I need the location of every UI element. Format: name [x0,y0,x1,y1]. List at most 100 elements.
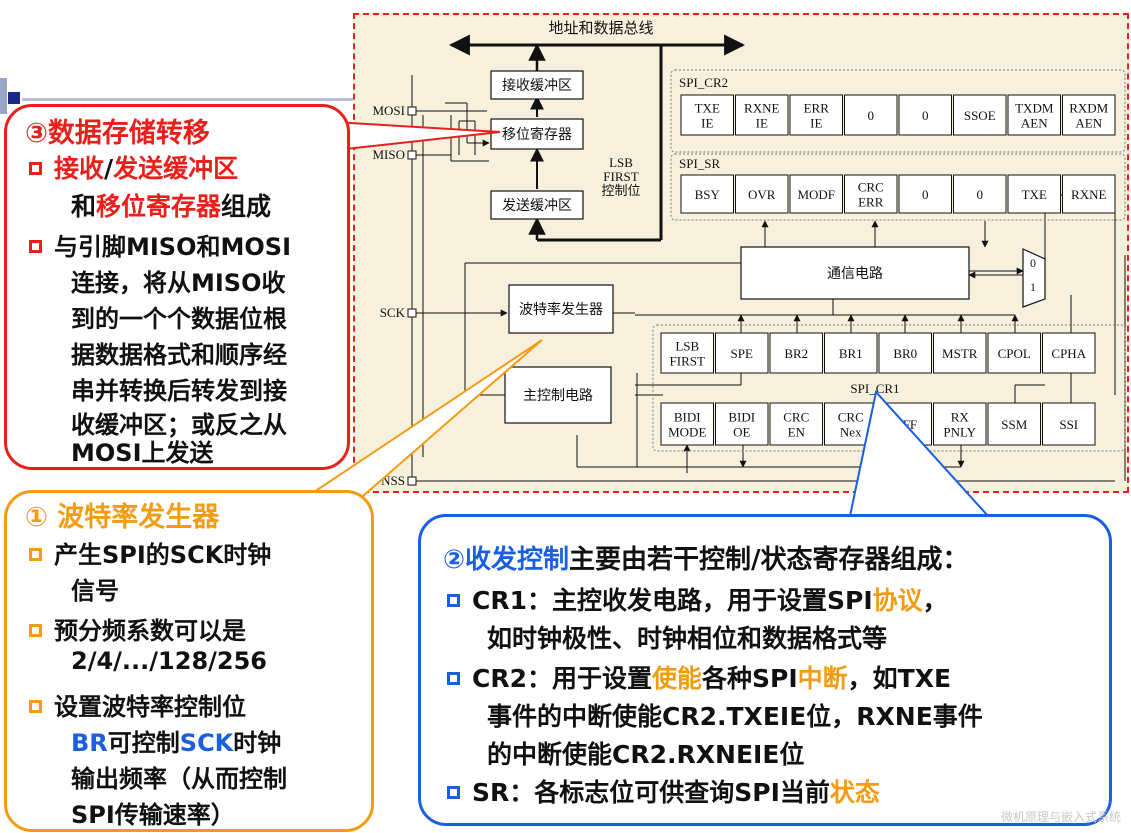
cr1-row1-cell-label: CPOL [998,346,1031,361]
shift-register-box [490,118,584,150]
slide-decoration [0,68,382,123]
sr-cell-label: BSY [695,187,721,202]
cr1-row1-cell-label: CPHA [1051,346,1086,361]
callout1-bullet3-line3: 输出频率（从而控制 [71,765,287,793]
cr2-cell-label: SSOE [964,108,996,123]
sr-cell [735,174,789,214]
pin-mosi-label: MOSI [372,103,405,118]
cr1-row2-cell-label: CRC [838,410,864,425]
sr-cell-label: MODF [797,187,835,202]
cr2-cell-label: 0 [922,108,929,123]
callout3-bullet2-line5: 串并转换后转发到接 [71,377,287,405]
cr1-row1-cell-label: BR1 [839,346,863,361]
sr-cell-label: 0 [977,187,984,202]
mux-box [1022,248,1046,308]
bullet-square-icon [29,699,42,713]
cr1-row1-cell [660,332,714,374]
callout2-bullet2-line1: CR2：用于设置使能各种SPI中断，如TXE [447,659,951,695]
cr2-name: SPI_CR2 [679,75,728,90]
cr2-cell-label: TXE [695,101,720,116]
cr1-row2-cell-label: EN [788,425,806,440]
callout2-pointer [848,389,991,517]
bullet-square-icon [29,161,42,175]
cr1-row2-cell [769,402,823,446]
cr2-cell-label: AEN [1021,116,1048,131]
mux-input-1: 1 [1030,280,1036,294]
callout3-bullet2-line3: 到的一个个数据位根 [71,305,287,333]
sr-cell [1007,174,1061,214]
callout1-title: ① 波特率发生器 [25,502,220,533]
callout2-bullet1-line1: CR1：主控收发电路，用于设置SPI协议， [447,581,948,617]
bullet-square-icon [447,671,460,685]
sr-cell-label: TXE [1022,187,1047,202]
callout2-title: ②收发控制主要由若干控制/状态寄存器组成： [443,545,969,575]
callout-data-storage: ③数据存储转移 接收/发送缓冲区 和移位寄存器组成 与引脚MISO和MOSI 连… [4,104,350,470]
sr-name: SPI_SR [679,156,721,171]
cr2-cell [789,94,843,136]
pin-miso-label: MISO [372,147,405,162]
cr1-row2-cell [660,402,714,446]
callout2-bullet2-line2: 事件的中断使能CR2.TXEIE位，RXNE事件 [487,702,983,731]
cr2-cell [844,94,898,136]
cr1-row2-cell-label: RX [951,410,970,425]
bullet-square-icon [447,593,460,607]
cr1-group [652,324,1126,452]
cr1-row2-cell-label: OE [733,425,750,440]
sr-cell [898,174,952,214]
cr2-cell-label: RXDM [1069,101,1108,116]
lsb-first-note-line: LSB [609,155,633,170]
callout-txrx-control: ②收发控制主要由若干控制/状态寄存器组成： CR1：主控收发电路，用于设置SPI… [418,514,1112,826]
cr1-row2-cell-label: MODE [668,425,706,440]
cr1-row2-cell [715,402,769,446]
callout1-bullet2-line2: 2/4/.../128/256 [71,647,268,675]
callout2-bullet2-line3: 的中断使能CR2.RXNEIE位 [487,740,805,769]
cr2-cell-label: IE [810,116,822,131]
bullet-square-icon [29,623,42,637]
baud-gen-label: 波特率发生器 [519,301,603,318]
callout3-title: ③数据存储转移 [25,118,210,149]
sr-cell [1062,174,1116,214]
cr2-group [670,69,1126,153]
cr1-row1-cell-label: MSTR [942,346,978,361]
sr-cell-label: ERR [858,195,884,210]
bullet-square-icon [447,785,460,799]
cr2-cell-label: 0 [868,108,875,123]
callout3-bullet2-line7: MOSI上发送 [71,439,214,467]
callout1-bullet3-line4: SPI传输速率） [71,801,235,829]
cr1-row2-cell [987,402,1041,446]
cr1-row2-cell-label: BIDI [674,410,701,425]
callout2-bullet3: SR：各标志位可供查询SPI当前状态 [447,773,880,809]
mux-input-0: 0 [1030,256,1036,270]
pin-sck-label: SCK [380,305,406,320]
cr2-cell [680,94,734,136]
comm-circuit-label: 通信电路 [827,266,883,282]
watermark: 微机原理与嵌入式系统 [1000,810,1121,824]
cr1-row1-cell [878,332,932,374]
sr-group [670,153,1126,221]
callout3-bullet2-line1: 与引脚MISO和MOSI [29,227,291,262]
baud-gen-box [508,284,614,334]
cr1-row1-cell [933,332,987,374]
cr1-row1-cell-label: BR0 [893,346,917,361]
cr1-row2-cell-label: PNLY [943,425,976,440]
function-blocks [490,70,1046,424]
tx-buffer-box [490,190,584,220]
callout1-bullet1-line1: 产生SPI的SCK时钟 [29,535,271,570]
cr1-row1-cell [987,332,1041,374]
callout3-bullet2-line4: 据数据格式和顺序经 [71,341,287,369]
cr1-row1-cell-label: BR2 [784,346,808,361]
cr1-row2-cell-label: SSI [1059,417,1078,432]
callout1-bullet2-line1: 预分频系数可以是 [29,611,246,646]
cr1-row1-cell-label: SPE [731,346,753,361]
comm-circuit-box [740,246,970,300]
lsb-first-note-line: 控制位 [601,183,640,198]
sr-cell [680,174,734,214]
master-ctrl-box [504,366,612,424]
sr-cell [789,174,843,214]
cr1-row1-cell-label: FIRST [670,354,705,369]
cr1-row2-cell-label: Nex [840,425,862,440]
cr1-row2-cell [1042,402,1096,446]
sr-cell-label: RXNE [1071,187,1106,202]
callout3-bullet1-line1: 接收/发送缓冲区 [29,149,238,185]
